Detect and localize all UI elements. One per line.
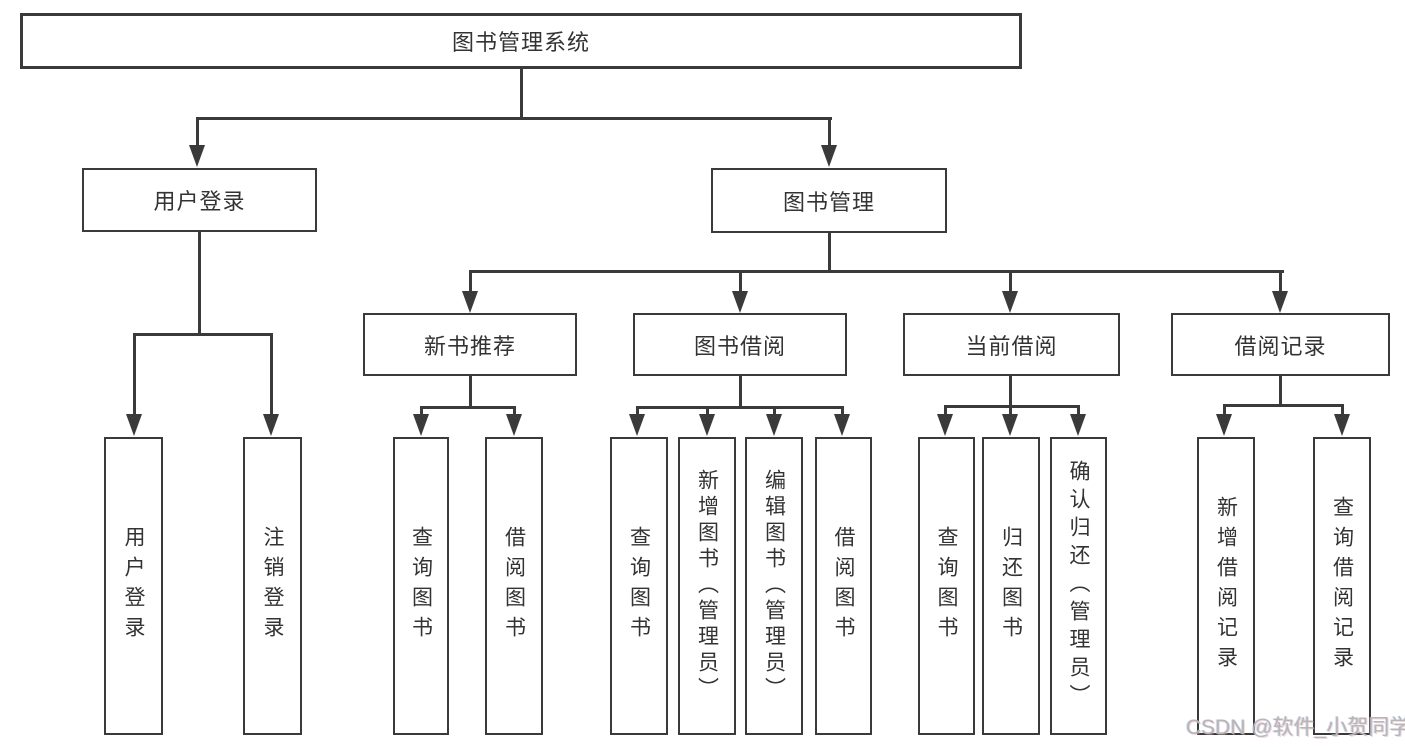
edge-userlogin-stem-2 — [270, 333, 273, 415]
leaf-cb-confirm-return-admin: 确认归还（管理员） — [1050, 437, 1107, 735]
node-label: 查询借阅记录 — [1330, 496, 1354, 676]
node-current-borrowing: 当前借阅 — [903, 313, 1120, 376]
edge-bb-stem-2 — [706, 406, 709, 415]
leaf-nbr-query-books: 查询图书 — [393, 437, 449, 735]
node-label: 查询图书 — [409, 526, 433, 646]
edge-userlogin-bar — [133, 333, 273, 336]
edge-br-stem-1 — [1223, 404, 1226, 415]
arrow-down-icon — [1216, 414, 1232, 436]
arrow-down-icon — [462, 291, 478, 313]
node-branch-book-management: 图书管理 — [711, 168, 947, 233]
leaf-br-add-record: 新增借阅记录 — [1197, 437, 1255, 735]
edge-bb-trunk — [739, 374, 742, 408]
edge-userlogin-stem-1 — [133, 333, 136, 415]
arrow-down-icon — [506, 414, 522, 436]
arrow-down-icon — [1002, 414, 1018, 436]
edge-root-stem-left — [196, 117, 199, 146]
node-book-borrowing: 图书借阅 — [633, 313, 847, 376]
edge-cb-trunk — [1009, 374, 1012, 407]
edge-cb-stem-1 — [944, 405, 947, 415]
edge-bookmgmt-stem-1 — [469, 270, 472, 292]
node-label: 新增图书（管理员） — [695, 469, 719, 703]
arrow-down-icon — [629, 414, 645, 436]
leaf-user-login: 用户登录 — [104, 437, 163, 735]
edge-bookmgmt-bar — [469, 270, 1284, 273]
edge-userlogin-trunk — [198, 230, 201, 335]
node-branch-user-login: 用户登录 — [82, 168, 317, 232]
edge-root-trunk — [520, 66, 523, 119]
arrow-down-icon — [821, 145, 837, 167]
node-label: 借阅图书 — [502, 526, 526, 646]
node-label: 查询图书 — [627, 526, 651, 646]
arrow-down-icon — [413, 414, 429, 436]
edge-root-bar — [196, 117, 832, 120]
node-label: 当前借阅 — [965, 333, 1058, 359]
node-new-book-recommendation: 新书推荐 — [363, 313, 577, 376]
arrow-down-icon — [263, 414, 279, 436]
edge-br-bar — [1223, 404, 1344, 407]
node-label: 图书管理系统 — [451, 30, 590, 55]
leaf-cb-return-books: 归还图书 — [982, 437, 1040, 735]
edge-nbr-bar — [420, 406, 516, 409]
arrow-down-icon — [699, 414, 715, 436]
arrow-down-icon — [1002, 291, 1018, 313]
leaf-bb-add-books-admin: 新增图书（管理员） — [678, 437, 736, 735]
edge-bookmgmt-stem-4 — [1279, 270, 1282, 292]
node-root-book-management-system: 图书管理系统 — [20, 13, 1022, 69]
node-label: 新书推荐 — [423, 333, 516, 359]
node-label: 图书借阅 — [693, 333, 786, 359]
node-borrowing-records: 借阅记录 — [1171, 313, 1390, 376]
arrow-down-icon — [126, 414, 142, 436]
leaf-bb-borrow-books: 借阅图书 — [815, 437, 872, 735]
arrow-down-icon — [937, 414, 953, 436]
edge-br-trunk — [1279, 374, 1282, 406]
edge-nbr-stem-1 — [420, 406, 423, 415]
node-label: 查询图书 — [935, 526, 958, 646]
edge-bookmgmt-stem-3 — [1009, 270, 1012, 292]
edge-nbr-trunk — [469, 374, 472, 408]
edge-bb-stem-4 — [841, 406, 844, 415]
arrow-down-icon — [1070, 414, 1086, 436]
node-label: 图书管理 — [782, 189, 875, 215]
node-label: 注销登录 — [261, 526, 284, 646]
leaf-br-query-record: 查询借阅记录 — [1313, 437, 1371, 735]
node-label: 编辑图书（管理员） — [762, 469, 786, 703]
edge-bb-bar — [636, 406, 844, 409]
edge-bb-stem-1 — [636, 406, 639, 415]
leaf-logout: 注销登录 — [243, 437, 302, 735]
arrow-down-icon — [1334, 414, 1350, 436]
node-label: 借阅记录 — [1234, 333, 1327, 359]
arrow-down-icon — [189, 145, 205, 167]
edge-br-stem-2 — [1341, 404, 1344, 415]
edge-root-stem-right — [828, 117, 831, 146]
arrow-down-icon — [1272, 291, 1288, 313]
node-label: 归还图书 — [999, 526, 1023, 646]
edge-bb-stem-3 — [773, 406, 776, 415]
arrow-down-icon — [766, 414, 782, 436]
edge-cb-bar — [944, 405, 1080, 408]
arrow-down-icon — [732, 291, 748, 313]
edge-bookmgmt-trunk — [828, 231, 831, 272]
csdn-watermark: CSDN @软件_小贺同学 — [1186, 716, 1405, 739]
leaf-bb-edit-books-admin: 编辑图书（管理员） — [745, 437, 803, 735]
edge-cb-stem-2 — [1009, 405, 1012, 415]
edge-nbr-stem-2 — [513, 406, 516, 415]
leaf-nbr-borrow-books: 借阅图书 — [485, 437, 543, 735]
arrow-down-icon — [834, 414, 850, 436]
edge-cb-stem-3 — [1077, 405, 1080, 415]
node-label: 用户登录 — [122, 526, 145, 646]
edge-bookmgmt-stem-2 — [739, 270, 742, 292]
leaf-bb-query-books: 查询图书 — [610, 437, 668, 735]
node-label: 用户登录 — [153, 189, 246, 214]
node-label: 借阅图书 — [832, 526, 855, 646]
leaf-cb-query-books: 查询图书 — [918, 437, 975, 735]
node-label: 新增借阅记录 — [1214, 496, 1238, 676]
node-label: 确认归还（管理员） — [1067, 460, 1090, 712]
